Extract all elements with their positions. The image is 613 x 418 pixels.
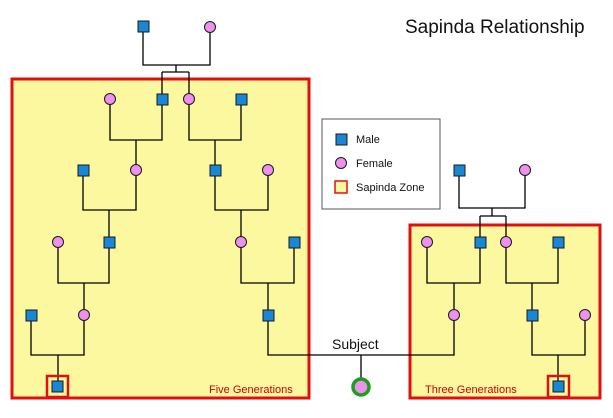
female-circle-icon	[421, 236, 433, 248]
male-square-icon	[77, 164, 90, 177]
male-square-icon	[262, 309, 275, 322]
female-circle-icon	[104, 93, 116, 105]
female-circle-icon	[235, 236, 247, 248]
male-square-icon	[552, 236, 565, 249]
subject-ring-icon	[351, 377, 371, 397]
female-circle-icon	[130, 164, 142, 176]
female-circle-icon	[500, 236, 512, 248]
male-square-icon	[474, 236, 487, 249]
subject-node: Subject	[332, 336, 379, 397]
male-square-icon	[103, 236, 116, 249]
five-generations-label: Five Generations	[209, 384, 293, 396]
red-highlight-box	[45, 374, 70, 399]
male-square-icon	[51, 380, 64, 393]
female-circle-icon	[448, 309, 460, 321]
legend-zone-label: Sapinda Zone	[356, 182, 425, 194]
male-square-icon	[209, 164, 222, 177]
male-square-icon	[288, 236, 301, 249]
legend-female-label: Female	[356, 158, 393, 170]
left-descendant	[45, 374, 70, 399]
legend: Male Female Sapinda Zone	[321, 118, 441, 210]
male-square-icon	[552, 380, 565, 393]
female-circle-icon	[183, 93, 195, 105]
female-circle-icon	[204, 21, 216, 33]
legend-male-label: Male	[356, 134, 380, 146]
legend-male-square-icon	[335, 133, 348, 146]
female-circle-icon	[579, 309, 591, 321]
female-circle-icon	[519, 164, 531, 176]
three-generations-zone	[408, 223, 602, 400]
male-square-icon	[156, 93, 169, 106]
male-square-icon	[137, 20, 150, 33]
male-square-icon	[453, 164, 466, 177]
right-descendant	[546, 374, 571, 399]
male-symbols	[25, 20, 565, 322]
three-generations-label: Three Generations	[425, 384, 517, 396]
legend-female-circle-icon	[335, 157, 347, 169]
subject-label: Subject	[332, 336, 379, 352]
male-square-icon	[235, 93, 248, 106]
female-symbols	[52, 21, 591, 321]
male-square-icon	[526, 309, 539, 322]
diagram-title: Sapinda Relationship	[405, 17, 585, 38]
male-square-icon	[25, 309, 38, 322]
female-circle-icon	[262, 164, 274, 176]
red-highlight-box	[546, 374, 571, 399]
female-circle-icon	[78, 309, 90, 321]
legend-zone-square-icon	[334, 180, 348, 194]
female-circle-icon	[52, 236, 64, 248]
